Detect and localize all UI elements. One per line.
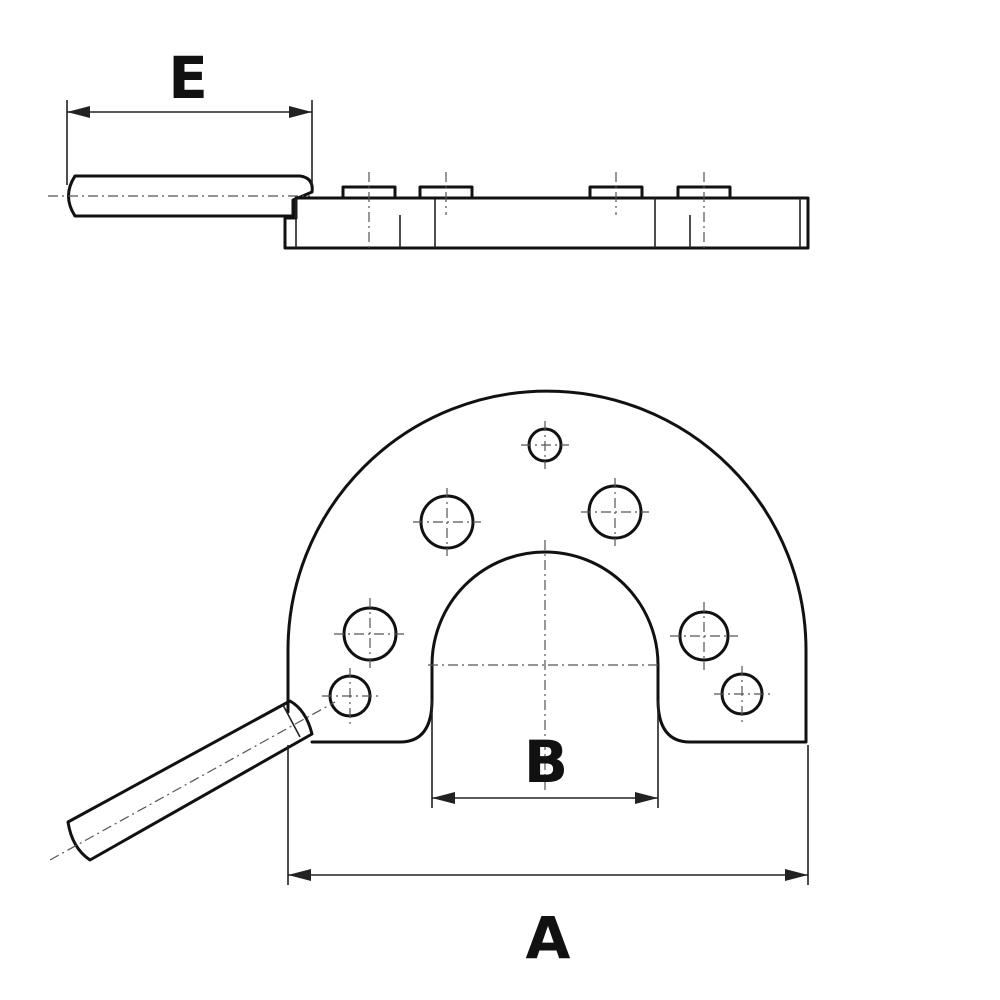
bolt-holes <box>322 421 770 724</box>
dimension-b: B <box>431 700 659 808</box>
side-view-rod <box>48 174 314 218</box>
dimension-a: A <box>287 745 809 972</box>
side-view-bolt-heads <box>341 172 732 248</box>
bolt-hole-mid-right <box>670 602 738 670</box>
side-view: E <box>48 44 810 250</box>
bolt-hole-top <box>521 421 569 469</box>
bolt-hole-upper-right <box>581 478 649 546</box>
side-view-plate <box>283 196 810 250</box>
plan-view-rod <box>49 699 336 862</box>
bolt-hole-mid-left <box>334 598 406 670</box>
bolt-hole-lower-left <box>322 668 378 724</box>
dimension-b-label: B <box>524 728 568 796</box>
plate-outline <box>286 389 808 744</box>
bolt-hole-upper-left <box>413 488 481 556</box>
dimension-e: E <box>66 44 313 185</box>
bolt-hole-lower-right <box>714 666 770 722</box>
dimension-e-label: E <box>168 44 208 112</box>
plan-view: B A <box>49 389 809 972</box>
dimension-a-label: A <box>526 904 571 972</box>
